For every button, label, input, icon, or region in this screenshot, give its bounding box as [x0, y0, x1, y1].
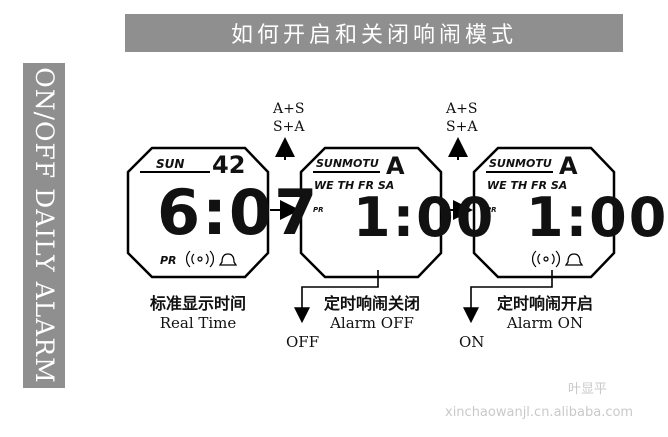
- days-row-2: WE TH FR SA: [487, 179, 568, 192]
- lcd-screen-realtime: [126, 146, 270, 279]
- alarm-time-digits: 1:00: [526, 186, 668, 249]
- sound-wave-icon: [186, 250, 214, 268]
- days-row-1: SUNMOTU: [316, 157, 379, 170]
- pr-indicator: PR: [160, 254, 177, 267]
- days-row-1: SUNMOTU: [489, 157, 552, 170]
- key-label-s-plus-a: S+A: [446, 119, 478, 135]
- connector-on: [463, 270, 553, 324]
- alarm-time-digits: 1:00: [353, 186, 496, 249]
- day-label: SUN: [156, 157, 185, 171]
- connector-off: [294, 270, 379, 324]
- time-digits: 6:07: [157, 176, 320, 249]
- bell-icon: [564, 253, 584, 266]
- state-off-label: OFF: [286, 333, 320, 351]
- caption-realtime-cn: 标准显示时间: [149, 294, 246, 313]
- caption-alarm-off-en: Alarm OFF: [330, 314, 414, 332]
- lcd-screen-alarm-off: [299, 146, 443, 279]
- lcd-screen-alarm-on: [472, 146, 616, 279]
- title-banner: 如何开启和关闭响闹模式: [125, 14, 623, 52]
- sound-wave-icon: [532, 250, 560, 268]
- side-title-bar: ON/OFF DAILY ALARM: [23, 63, 65, 388]
- key-label-s-plus-a: S+A: [273, 119, 305, 135]
- bell-icon: [218, 253, 238, 266]
- caption-realtime-en: Real Time: [159, 314, 237, 332]
- days-row-2: WE TH FR SA: [314, 179, 395, 192]
- pr-indicator: PR: [486, 206, 497, 214]
- caption-alarm-on-en: Alarm ON: [506, 314, 584, 332]
- watermark-name: 叶显平: [568, 382, 608, 397]
- diagram-canvas: [126, 137, 616, 324]
- seconds-digits: 42: [212, 151, 246, 179]
- key-label-a-plus-s: A+S: [273, 101, 305, 117]
- caption-alarm-on-cn: 定时响闹开启: [496, 294, 593, 313]
- caption-alarm-off-cn: 定时响闹关闭: [323, 294, 420, 313]
- banner-title: 如何开启和关闭响闹模式: [230, 23, 517, 48]
- state-on-label: ON: [459, 333, 485, 351]
- key-label-a-plus-s: A+S: [446, 101, 478, 117]
- watermark-site: xinchaowanjl.cn.alibaba.com: [445, 405, 634, 420]
- alarm-mode-indicator: A: [559, 152, 578, 180]
- pr-indicator: PR: [313, 206, 324, 214]
- alarm-mode-indicator: A: [386, 152, 405, 180]
